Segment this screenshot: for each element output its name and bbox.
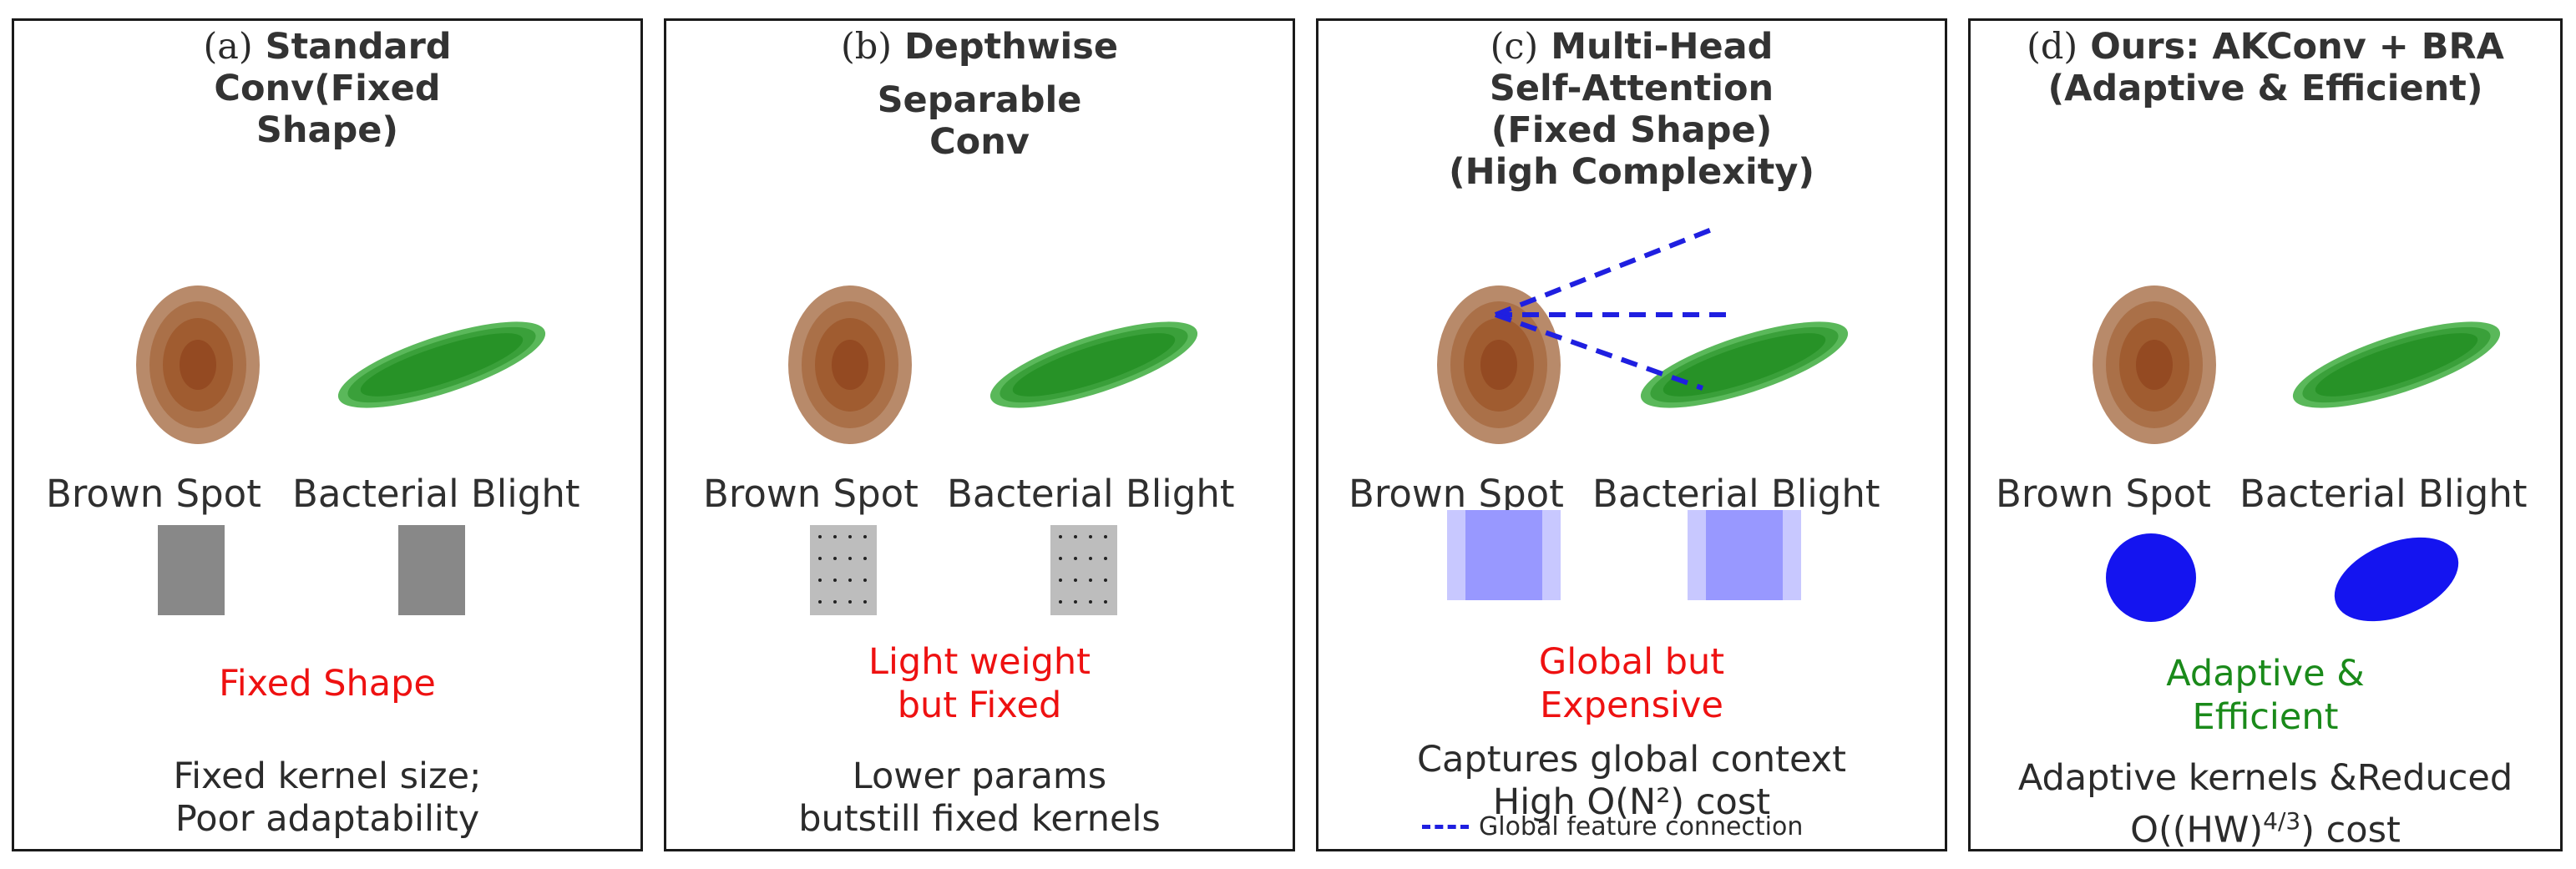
panel-prefix: (c): [1490, 26, 1539, 68]
legend-label: Global feature connection: [1479, 812, 1804, 841]
label-brown-spot: Brown Spot: [1996, 472, 2211, 516]
kernel-right-dotted: [1050, 525, 1117, 615]
title-line: Conv(Fixed: [214, 68, 441, 109]
title-line: Self-Attention: [1489, 68, 1774, 109]
label-brown-spot: Brown Spot: [703, 472, 919, 516]
title-line: Shape): [256, 109, 399, 151]
dashed-line-legend-icon: [1422, 825, 1469, 829]
caption: Captures global context High O(N²) cost: [1417, 739, 1846, 823]
title-line: (Fixed Shape): [1490, 109, 1773, 151]
panel-title: (b) Depthwise Separable Conv: [666, 26, 1293, 163]
title-line: (High Complexity): [1448, 151, 1815, 193]
kernel-left: [158, 525, 225, 615]
attention-map-right: [1688, 510, 1801, 600]
verdict: Adaptive & Efficient: [2166, 653, 2365, 738]
title-line: (Adaptive & Efficient): [2047, 68, 2483, 109]
panel-title: (c) Multi-Head Self-Attention (Fixed Sha…: [1318, 26, 1945, 193]
title-line: Ours: AKConv + BRA: [2090, 26, 2504, 68]
panel-title: (a) Standard Conv(Fixed Shape): [14, 26, 640, 151]
title-line: Standard: [265, 26, 452, 68]
complexity-formula: O((HW)4/3) cost: [2130, 807, 2401, 851]
label-bacterial-blight: Bacterial Blight: [292, 472, 580, 516]
kernel-right: [398, 525, 465, 615]
caption: Adaptive kernels &Reduced O((HW)4/3) cos…: [1971, 757, 2560, 851]
verdict: Light weight but Fixed: [868, 641, 1091, 726]
panel-prefix: (d): [2027, 26, 2078, 68]
caption: Lower params butstill fixed kernels: [798, 755, 1161, 840]
brown-spot-lesion: [136, 285, 260, 444]
panel-prefix: (b): [840, 26, 893, 68]
panel-standard-conv: (a) Standard Conv(Fixed Shape) Brown Spo…: [12, 18, 643, 851]
verdict: Global but Expensive: [1538, 641, 1725, 726]
adaptive-kernel-left: [2106, 533, 2196, 622]
verdict: Fixed Shape: [219, 663, 436, 705]
label-bacterial-blight: Bacterial Blight: [947, 472, 1235, 516]
title-line: Conv: [929, 121, 1030, 163]
title-line: Separable: [877, 79, 1082, 121]
legend: Global feature connection: [1422, 812, 1803, 841]
title-line: Multi-Head: [1551, 26, 1774, 68]
caption: Fixed kernel size; Poor adaptability: [173, 755, 482, 840]
brown-spot-lesion: [2093, 285, 2216, 444]
bacterial-blight-lesion: [337, 321, 546, 408]
panel-ours-akconv-bra: (d) Ours: AKConv + BRA (Adaptive & Effic…: [1968, 18, 2563, 851]
label-brown-spot: Brown Spot: [46, 472, 261, 516]
title-line: Depthwise: [904, 26, 1119, 68]
attention-connections: [1494, 225, 1736, 391]
label-bacterial-blight: Bacterial Blight: [1592, 472, 1880, 516]
panel-title: (d) Ours: AKConv + BRA (Adaptive & Effic…: [1971, 26, 2560, 109]
attention-map-left: [1447, 510, 1561, 600]
adaptive-kernel-right: [2334, 537, 2459, 622]
label-bacterial-blight: Bacterial Blight: [2239, 472, 2528, 516]
bacterial-blight-lesion: [2292, 321, 2501, 408]
panel-prefix: (a): [203, 26, 253, 68]
brown-spot-lesion: [788, 285, 912, 444]
panel-multi-head-attention: (c) Multi-Head Self-Attention (Fixed Sha…: [1316, 18, 1947, 851]
label-brown-spot: Brown Spot: [1349, 472, 1564, 516]
panel-depthwise-conv: (b) Depthwise Separable Conv Brown Spot …: [664, 18, 1295, 851]
bacterial-blight-lesion: [989, 321, 1198, 408]
bacterial-blight-lesion: [1640, 321, 1849, 408]
kernel-left-dotted: [810, 525, 877, 615]
